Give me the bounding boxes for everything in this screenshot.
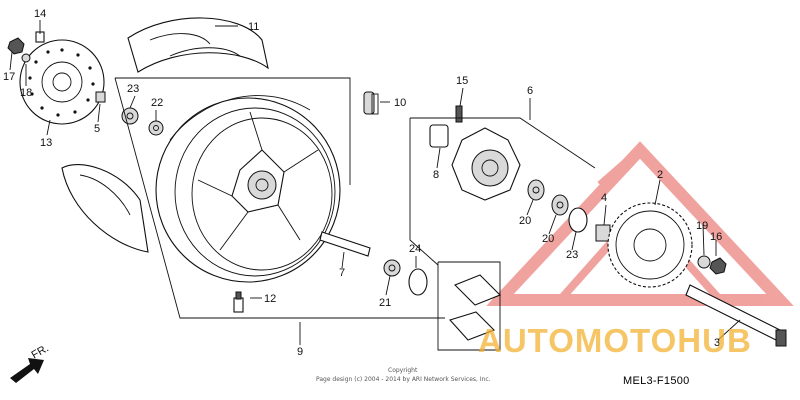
group-brackets [114,77,596,351]
callout-p15: 4 [601,192,607,204]
copyright-line-2: Page design (c) 2004 - 2014 by ARI Netwo… [316,376,491,383]
callout-p13: 20 [519,215,531,227]
callout-p6: 5 [94,123,100,135]
callout-p24: 9 [297,346,303,358]
tire [61,17,269,253]
callout-p19: 16 [710,231,722,243]
sprocket [607,202,693,288]
diagram-code: MEL3-F1500 [623,375,690,387]
callouts: 14 11 17 18 13 5 23 22 10 15 6 8 20 20 4… [3,8,722,358]
valve [233,291,244,313]
disc-holes [28,48,95,117]
callout-p5: 13 [40,137,52,149]
footer: Copyright Page design (c) 2004 - 2014 by… [316,367,690,387]
wheel-rim [155,95,341,283]
leader-lines [9,20,741,345]
callout-p14: 20 [542,233,554,245]
sprocket-nuts [697,255,727,275]
wheel-bearings-left [121,107,164,136]
callout-p16: 23 [566,249,578,261]
callout-p3: 17 [3,71,15,83]
callout-p23: 12 [264,293,276,305]
brake-disc [19,39,105,125]
sprocket-flange [429,105,521,201]
callout-p1: 14 [34,8,46,20]
flange-bearings [527,179,611,242]
callout-p10: 15 [456,75,468,87]
callout-p11: 6 [527,85,533,97]
callout-p8: 22 [151,97,163,109]
callout-p21: 7 [339,267,345,279]
front-direction-arrow: FR. [10,342,51,383]
watermark-text: AUTOMOTOHUB [478,322,752,359]
callout-p12: 8 [433,169,439,181]
axle [319,231,428,296]
callout-p18: 19 [696,220,708,232]
callout-p20: 24 [409,243,421,255]
callout-p4: 18 [20,87,32,99]
callout-p22: 21 [379,297,391,309]
sprocket-bolt [685,284,787,347]
copyright-line-1: Copyright [388,367,418,374]
callout-p25: 3 [714,337,720,349]
callout-p9: 10 [394,97,406,109]
part-10 [363,91,379,115]
direction-label: FR. [30,342,51,361]
callout-p2: 11 [248,21,259,33]
callout-p7: 23 [127,83,139,95]
disc-hardware [7,31,106,103]
callout-p17: 2 [657,169,663,181]
